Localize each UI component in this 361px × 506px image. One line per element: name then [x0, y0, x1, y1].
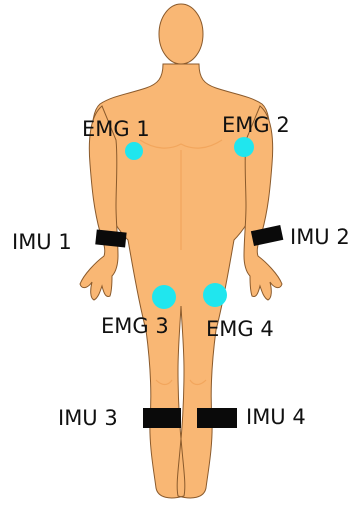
emg4-label: EMG 4 [206, 317, 274, 341]
emg3-label: EMG 3 [101, 314, 169, 338]
imu2-label: IMU 2 [290, 225, 350, 249]
imu4-band [197, 408, 237, 428]
imu4-label: IMU 4 [246, 405, 306, 429]
emg2-label: EMG 2 [222, 113, 290, 137]
emg1-label: EMG 1 [82, 117, 150, 141]
head [159, 4, 203, 64]
emg3-sensor [152, 285, 176, 309]
emg2-sensor [234, 137, 254, 157]
imu3-band [143, 408, 181, 428]
imu3-label: IMU 3 [58, 406, 118, 430]
emg4-sensor [203, 283, 227, 307]
imu1-band [95, 229, 126, 247]
imu1-label: IMU 1 [12, 230, 72, 254]
emg1-sensor [125, 142, 143, 160]
